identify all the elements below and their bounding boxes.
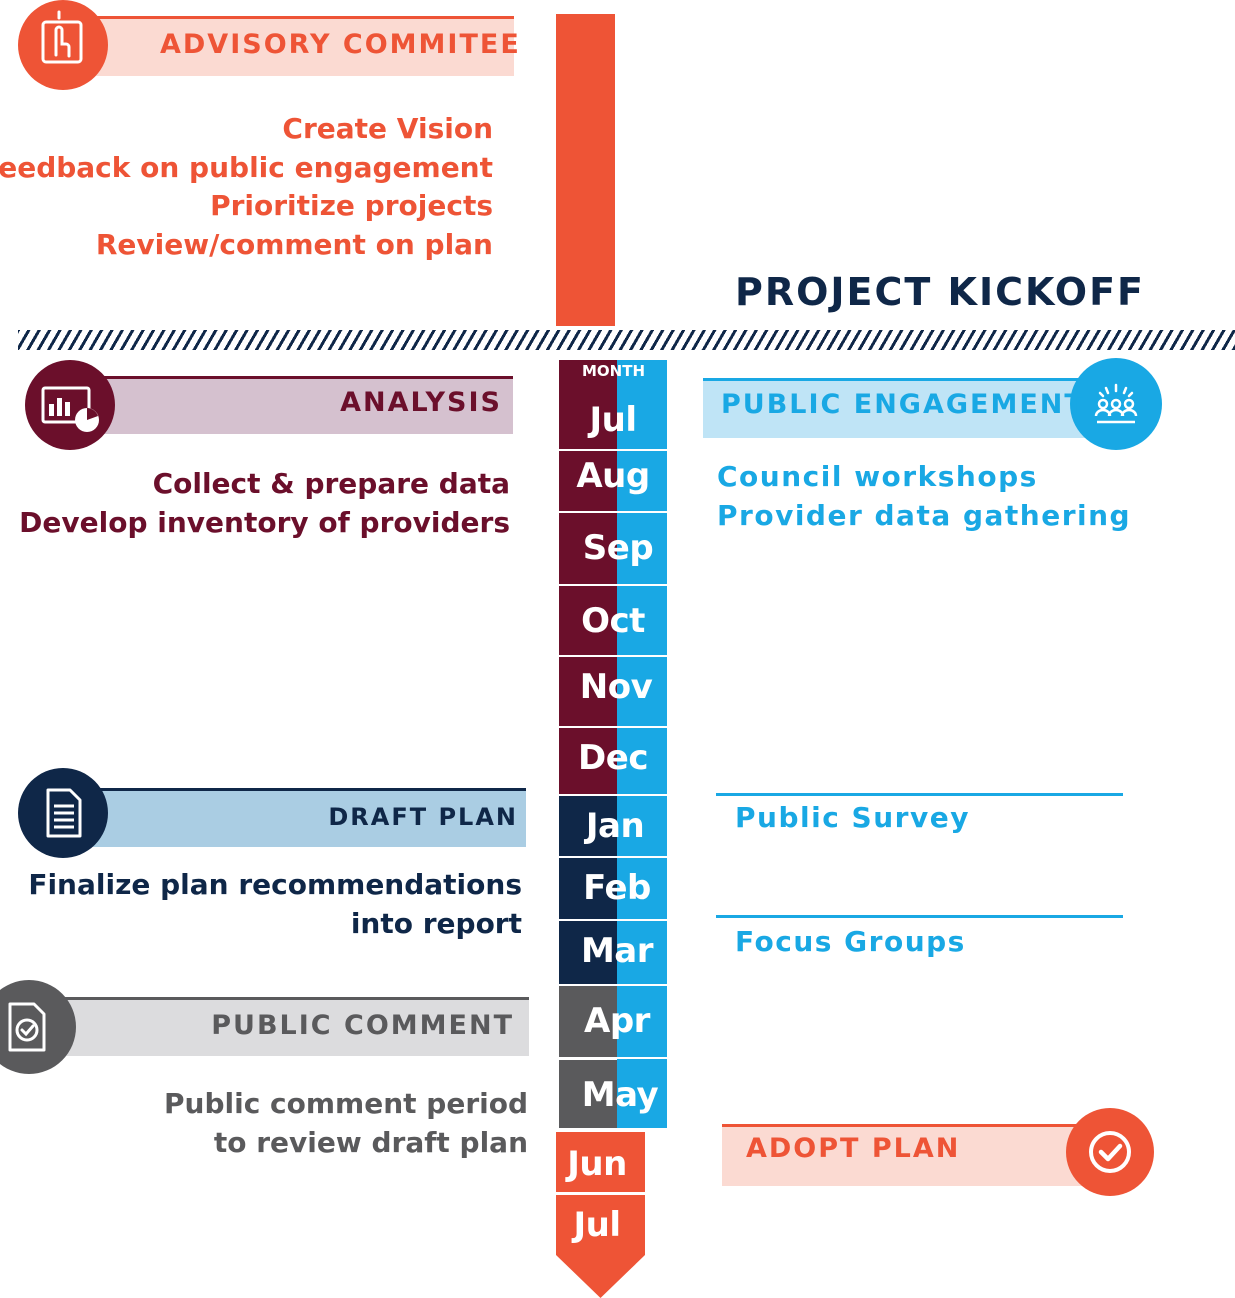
public-survey-label: Public Survey (735, 801, 970, 834)
analysis-icon-circle (25, 360, 115, 450)
public-comment-task-list: Public comment period to review draft pl… (164, 1085, 528, 1162)
month-cell-jul (559, 360, 617, 449)
strip-separator (617, 449, 667, 451)
strip-separator (617, 511, 667, 513)
public-engagement-task: Provider data gathering (717, 498, 1132, 532)
public-comment-banner (50, 997, 529, 1056)
check-circle-icon (1089, 1131, 1131, 1173)
month-cell-jul-final (556, 1195, 645, 1255)
advisory-icon-circle (18, 0, 108, 90)
advisory-task: Review/comment on plan (95, 227, 493, 261)
public-engagement-title: PUBLIC ENGAGEMENT (721, 389, 1085, 420)
public-comment-task: Public comment period (164, 1087, 528, 1120)
draft-plan-title: DRAFT PLAN (328, 803, 518, 831)
strip-separator (617, 726, 667, 728)
focus-groups-label: Focus Groups (735, 925, 966, 958)
draft-plan-banner (70, 788, 526, 847)
strip-separator (617, 856, 667, 858)
analysis-task: Collect & prepare data (152, 467, 510, 500)
public-comment-icon-circle (0, 980, 76, 1074)
public-comment-title: PUBLIC COMMENT (211, 1010, 514, 1041)
month-header: MONTH (582, 362, 646, 380)
draft-plan-task-list: Finalize plan recommendations into repor… (28, 866, 522, 943)
document-icon (46, 788, 82, 838)
analysis-task-list: Collect & prepare data Develop inventory… (19, 465, 510, 542)
draft-plan-task: into report (350, 906, 522, 940)
adopt-plan-title: ADOPT PLAN (746, 1133, 961, 1164)
month-cell-oct (559, 586, 617, 655)
month-cell-apr (559, 986, 617, 1057)
timeline-arrowhead (556, 1255, 645, 1298)
adopt-plan-banner (722, 1124, 1102, 1186)
month-cell-may (559, 1060, 617, 1128)
public-survey-rule (716, 793, 1123, 796)
public-comment-task: to review draft plan (213, 1125, 528, 1159)
engagement-strip (617, 360, 667, 1128)
month-cell-jan (559, 796, 617, 856)
analysis-banner (70, 376, 513, 434)
hand-touch-icon (41, 10, 83, 64)
analysis-task: Develop inventory of providers (19, 505, 510, 539)
focus-groups-rule (716, 915, 1123, 918)
chart-dashboard-icon (41, 386, 99, 432)
strip-separator (617, 1057, 667, 1059)
strip-separator (617, 919, 667, 921)
public-engagement-task-list: Council workshops Provider data gatherin… (717, 458, 1131, 535)
advisory-task-list: Create Vision Feedback on public engagem… (0, 110, 493, 264)
strip-separator (617, 984, 667, 986)
advisory-task: Create Vision (282, 112, 493, 145)
public-engagement-banner (703, 378, 1107, 438)
strip-separator (617, 794, 667, 796)
month-cell-sep (559, 513, 617, 584)
draft-plan-icon-circle (18, 768, 108, 858)
month-cell-dec (559, 728, 617, 794)
draft-plan-task: Finalize plan recommendations (28, 868, 522, 901)
month-label: Jul (589, 400, 637, 440)
advisory-task: Prioritize projects (210, 189, 493, 222)
month-cell-nov (559, 657, 617, 726)
adopt-plan-icon-circle (1066, 1108, 1154, 1196)
advisory-banner (60, 16, 514, 76)
public-engagement-task: Council workshops (717, 460, 1038, 493)
advisory-title: ADVISORY COMMITEE (160, 29, 521, 60)
advisory-vertical-bar (556, 14, 615, 326)
advisory-task: Feedback on public engagement (0, 150, 493, 184)
month-cell-mar (559, 921, 617, 984)
crowd-icon (1094, 383, 1138, 424)
strip-separator (617, 584, 667, 586)
public-engagement-icon-circle (1070, 358, 1162, 450)
kickoff-divider (18, 330, 1235, 350)
document-check-icon (8, 1002, 46, 1052)
analysis-title: ANALYSIS (340, 387, 502, 418)
strip-separator (617, 655, 667, 657)
month-cell-aug (559, 451, 617, 511)
month-cell-feb (559, 858, 617, 919)
project-kickoff-title: PROJECT KICKOFF (735, 270, 1145, 314)
month-cell-jun (556, 1132, 645, 1192)
